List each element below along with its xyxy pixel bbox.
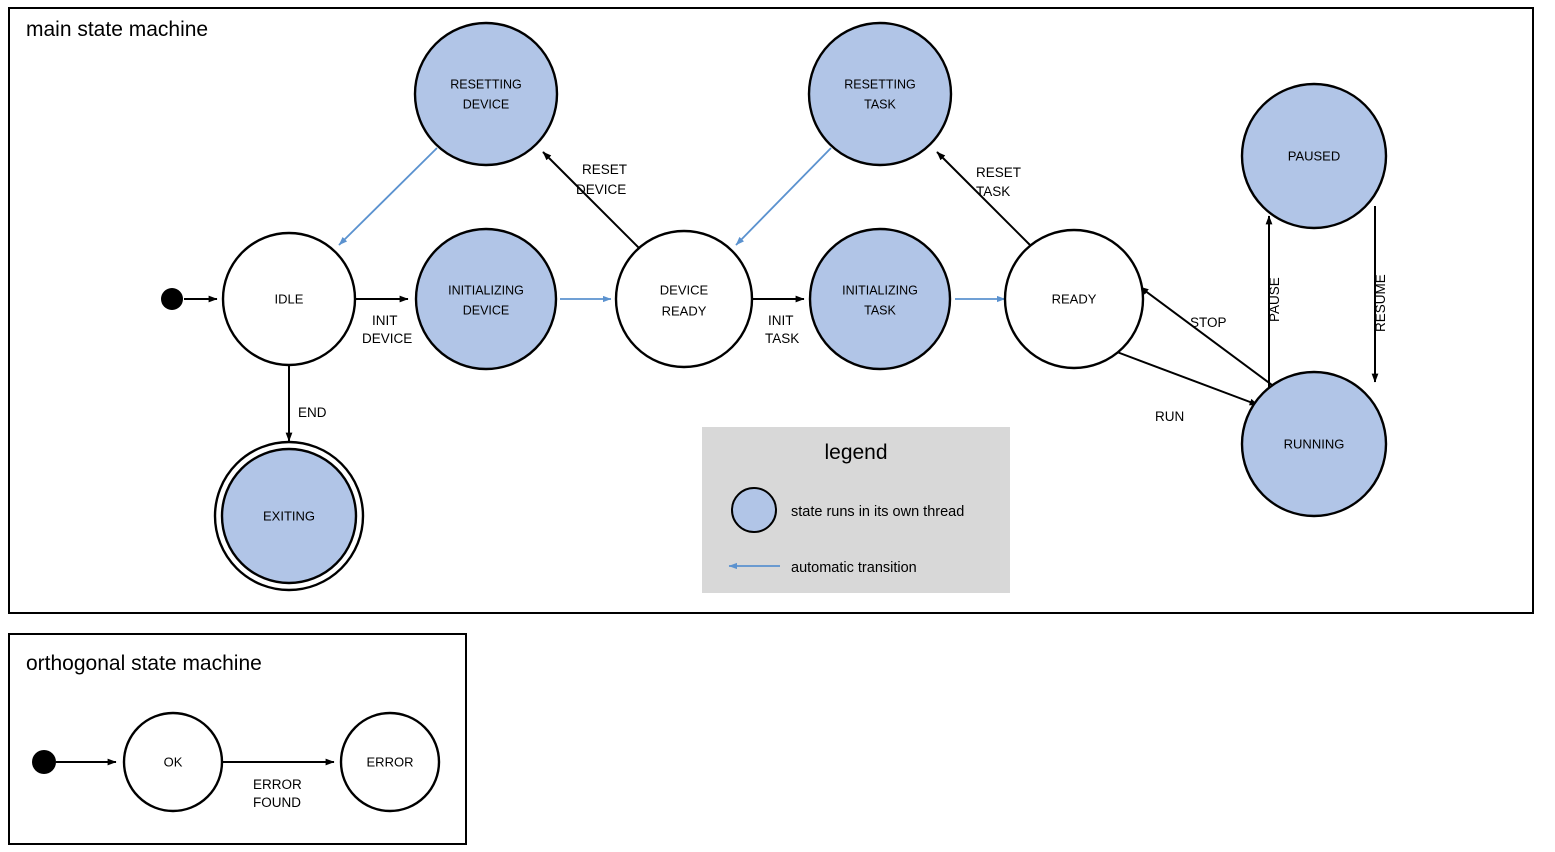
transition-label-reset-device-line2: DEVICE bbox=[576, 182, 626, 197]
transition-label-init-task-line2: TASK bbox=[765, 331, 799, 346]
state-resetting-device-label-line2: DEVICE bbox=[463, 97, 510, 111]
transition-device-ready-to-initializing-task: INIT TASK bbox=[751, 295, 805, 346]
state-device-ready-label-line1: DEVICE bbox=[660, 282, 709, 297]
state-exiting-label: EXITING bbox=[263, 508, 315, 523]
state-error[interactable]: ERROR bbox=[339, 711, 441, 813]
legend: legend state runs in its own thread auto… bbox=[702, 427, 1010, 593]
legend-item-1-text: automatic transition bbox=[791, 560, 917, 576]
transition-device-ready-to-resetting-device: RESET DEVICE bbox=[542, 151, 643, 252]
transition-label-end: END bbox=[298, 405, 327, 420]
transition-label-stop: STOP bbox=[1190, 315, 1227, 330]
transition-label-resume: RESUME bbox=[1373, 274, 1388, 332]
state-paused[interactable]: PAUSED bbox=[1240, 82, 1388, 230]
state-initializing-task-label-line2: TASK bbox=[864, 303, 896, 317]
transition-idle-to-initializing-device: INIT DEVICE bbox=[355, 295, 412, 346]
transition-label-run: RUN bbox=[1155, 409, 1184, 424]
state-resetting-device[interactable]: RESETTING DEVICE bbox=[413, 21, 559, 167]
state-exiting[interactable]: EXITING bbox=[213, 440, 365, 592]
state-idle[interactable]: IDLE bbox=[221, 231, 357, 367]
transition-ortho-ok-to-error: ERROR FOUND bbox=[222, 758, 335, 810]
state-initializing-device-label-line1: INITIALIZING bbox=[448, 283, 524, 297]
state-resetting-task-label-line1: RESETTING bbox=[844, 77, 916, 91]
transition-label-reset-task-line1: RESET bbox=[976, 165, 1021, 180]
state-resetting-device-label-line1: RESETTING bbox=[450, 77, 522, 91]
state-device-ready-label-line2: READY bbox=[662, 303, 707, 318]
transition-ready-to-running: RUN bbox=[1116, 351, 1259, 424]
legend-item-0-text: state runs in its own thread bbox=[791, 504, 964, 520]
main-frame-title: main state machine bbox=[26, 18, 208, 41]
transition-label-init-task-line1: INIT bbox=[768, 313, 794, 328]
transition-label-init-device-line1: INIT bbox=[372, 313, 398, 328]
transition-label-error-found-line2: FOUND bbox=[253, 795, 301, 810]
state-initializing-device-label-line2: DEVICE bbox=[463, 303, 510, 317]
transition-running-to-paused: PAUSE bbox=[1265, 215, 1282, 390]
state-idle-label: IDLE bbox=[275, 291, 304, 306]
transition-resetting-task-to-device-ready bbox=[735, 147, 832, 246]
orthogonal-start-node bbox=[32, 750, 56, 774]
state-initializing-device[interactable]: INITIALIZING DEVICE bbox=[414, 227, 558, 371]
state-ready[interactable]: READY bbox=[1003, 228, 1145, 370]
transition-label-error-found-line1: ERROR bbox=[253, 777, 302, 792]
transition-label-pause: PAUSE bbox=[1267, 277, 1282, 322]
transition-resetting-device-to-idle bbox=[338, 147, 438, 246]
state-paused-label: PAUSED bbox=[1288, 148, 1341, 163]
state-error-label: ERROR bbox=[367, 754, 414, 769]
transition-ready-to-resetting-task: RESET TASK bbox=[936, 151, 1037, 252]
orthogonal-frame-title: orthogonal state machine bbox=[26, 652, 262, 675]
state-resetting-task-label-line2: TASK bbox=[864, 97, 896, 111]
legend-title: legend bbox=[824, 441, 887, 464]
state-ok[interactable]: OK bbox=[122, 711, 224, 813]
transition-label-reset-device-line1: RESET bbox=[582, 162, 627, 177]
state-device-ready[interactable]: DEVICE READY bbox=[614, 229, 754, 369]
transition-label-reset-task-line2: TASK bbox=[976, 184, 1010, 199]
state-initializing-task-label-line1: INITIALIZING bbox=[842, 283, 918, 297]
transition-label-init-device-line2: DEVICE bbox=[362, 331, 412, 346]
state-running[interactable]: RUNNING bbox=[1240, 370, 1388, 518]
state-initializing-task[interactable]: INITIALIZING TASK bbox=[808, 227, 952, 371]
main-start-node bbox=[161, 288, 183, 310]
transition-paused-to-running: RESUME bbox=[1371, 206, 1388, 383]
legend-threaded-state-icon bbox=[731, 487, 777, 533]
state-ready-label: READY bbox=[1052, 291, 1097, 306]
state-ok-label: OK bbox=[164, 754, 183, 769]
state-running-label: RUNNING bbox=[1284, 436, 1345, 451]
transition-running-to-ready: STOP bbox=[1139, 286, 1273, 386]
state-resetting-task[interactable]: RESETTING TASK bbox=[807, 21, 953, 167]
transition-idle-to-exiting: END bbox=[285, 366, 327, 442]
